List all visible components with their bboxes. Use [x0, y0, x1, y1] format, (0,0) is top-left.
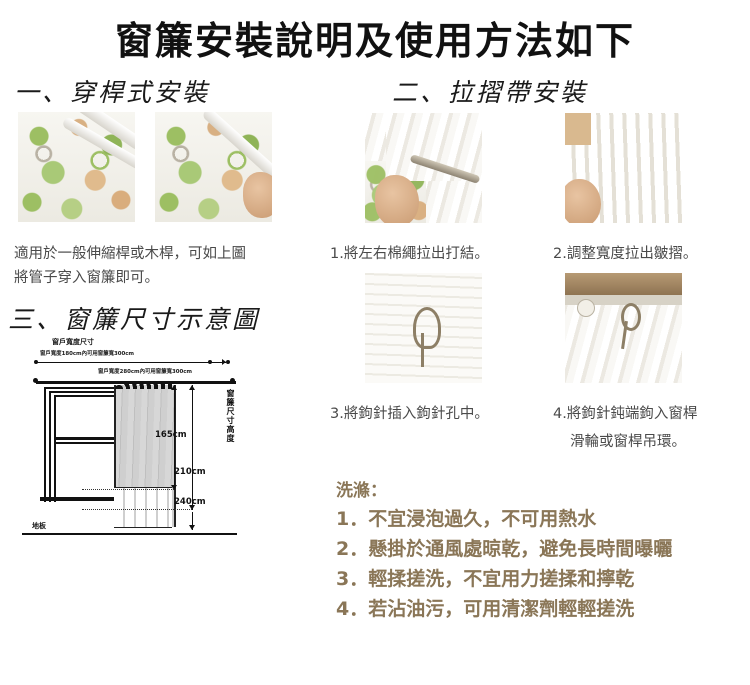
section-heading-size-diagram: 三、窗簾尺寸示意圖 [8, 305, 261, 334]
caption-step-1: 1.將左右棉繩拉出打結。 [330, 246, 489, 262]
photo-step-4 [565, 273, 682, 383]
diagram-height-label: 窗簾尺寸高度 [226, 389, 235, 443]
wash-item-3: 3．輕揉搓洗，不宜用力搓揉和擰乾 [336, 568, 635, 590]
diagram-floor-label: 地板 [32, 522, 46, 530]
measure-210: 210cm [174, 467, 206, 477]
page-title: 窗簾安裝說明及使用方法如下 [114, 19, 635, 63]
caption-rod-install-line2: 將管子穿入窗簾即可。 [14, 270, 159, 286]
section-heading-pleat-tape-install: 二、拉摺帶安裝 [392, 78, 589, 107]
wash-title: 洗滌： [336, 481, 387, 501]
caption-step-2: 2.調整寬度拉出皺摺。 [553, 246, 698, 262]
wash-item-2: 2．懸掛於通風處晾乾，避免長時間曝曬 [336, 538, 673, 560]
photo-rod-install-2 [155, 112, 272, 222]
measure-240: 240cm [174, 497, 206, 507]
section-heading-rod-install: 一、穿桿式安裝 [14, 78, 211, 107]
wash-item-4: 4．若沾油污，可用清潔劑輕輕搓洗 [336, 598, 635, 620]
diagram-note-second: 窗戶寬度280cm內可用窗簾寬300cm [98, 369, 193, 375]
wash-item-1: 1．不宜浸泡過久，不可用熱水 [336, 508, 597, 530]
caption-step-3: 3.將鉤針插入鉤針孔中。 [330, 406, 489, 422]
curtain-dimension-diagram: 窗戶寬度尺寸 窗戶寬度180cm內可用窗簾寬300cm 窗戶寬度280cm內可用… [22, 337, 262, 542]
diagram-note-top: 窗戶寬度180cm內可用窗簾寬300cm [40, 351, 135, 357]
photo-step-3 [365, 273, 482, 383]
measure-165: 165cm [155, 430, 187, 440]
diagram-width-title: 窗戶寬度尺寸 [52, 338, 94, 346]
photo-step-2 [565, 113, 682, 223]
caption-step-4-line1: 4.將鉤針鈍端鉤入窗桿 [553, 406, 698, 422]
caption-rod-install-line1: 適用於一般伸縮桿或木桿，可如上圖 [14, 246, 246, 262]
caption-step-4-line2: 滑輪或窗桿吊環。 [570, 434, 686, 450]
photo-step-1 [365, 113, 482, 223]
photo-rod-install-1 [18, 112, 135, 222]
wash-instructions: 洗滌： 1．不宜浸泡過久，不可用熱水 2．懸掛於通風處晾乾，避免長時間曝曬 3．… [336, 478, 672, 624]
